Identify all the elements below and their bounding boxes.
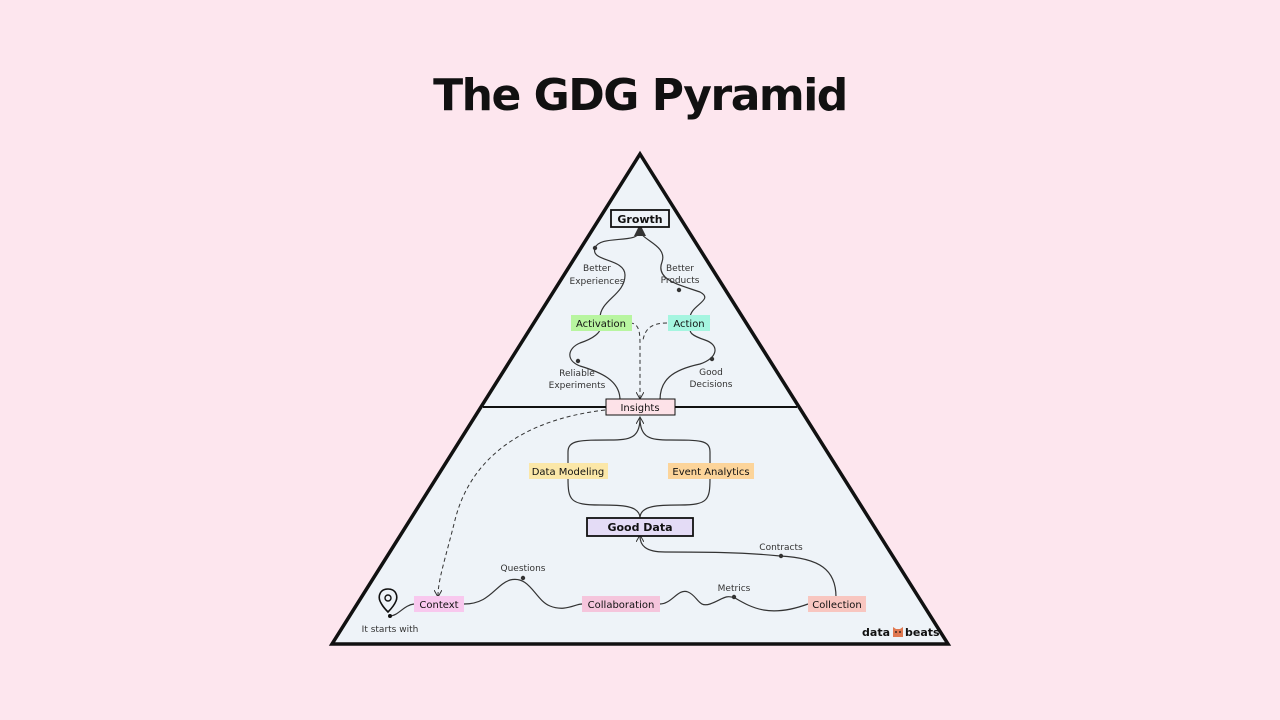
label-good-decisions-1: Good bbox=[699, 368, 723, 378]
node-context: Context bbox=[414, 596, 464, 612]
label-starts-with: It starts with bbox=[362, 625, 419, 635]
svg-text:Data Modeling: Data Modeling bbox=[532, 467, 605, 478]
svg-text:Activation: Activation bbox=[576, 319, 626, 330]
node-data-modeling: Data Modeling bbox=[529, 463, 608, 479]
svg-text:Action: Action bbox=[673, 319, 704, 330]
node-good-data: Good Data bbox=[586, 517, 694, 537]
edge-contracts bbox=[640, 536, 837, 598]
edge-good-decisions bbox=[659, 328, 716, 401]
node-insights: Insights bbox=[605, 398, 676, 416]
node-collection: Collection bbox=[808, 596, 866, 612]
svg-text:Collection: Collection bbox=[812, 600, 861, 611]
label-reliable-experiments-2: Experiments bbox=[549, 381, 606, 391]
node-growth: Growth bbox=[610, 209, 670, 228]
label-better-products-1: Better bbox=[666, 264, 694, 274]
edge-reliable-experiments bbox=[569, 328, 621, 401]
edge-better-products bbox=[634, 224, 706, 319]
label-questions: Questions bbox=[501, 564, 546, 574]
label-better-products-2: Products bbox=[661, 276, 700, 286]
svg-text:Context: Context bbox=[419, 600, 458, 611]
dash-insights-context bbox=[438, 409, 606, 596]
label-reliable-experiments-1: Reliable bbox=[559, 369, 595, 379]
svg-text:beats: beats bbox=[905, 626, 940, 639]
svg-text:Event Analytics: Event Analytics bbox=[672, 467, 749, 478]
node-collaboration: Collaboration bbox=[582, 596, 660, 612]
node-activation: Activation bbox=[571, 315, 632, 331]
label-better-experiences-2: Experiences bbox=[570, 277, 625, 287]
svg-text:data: data bbox=[862, 626, 890, 639]
label-good-decisions-2: Decisions bbox=[689, 380, 732, 390]
edge-questions bbox=[463, 578, 583, 609]
edge-better-experiences bbox=[594, 229, 641, 319]
svg-text:Good Data: Good Data bbox=[607, 521, 672, 534]
node-action: Action bbox=[668, 315, 710, 331]
label-better-experiences-1: Better bbox=[583, 264, 611, 274]
page-title: The GDG Pyramid bbox=[433, 70, 848, 121]
svg-text:Collaboration: Collaboration bbox=[588, 600, 655, 611]
label-metrics: Metrics bbox=[718, 584, 751, 594]
svg-text:Growth: Growth bbox=[617, 213, 662, 226]
location-pin-icon bbox=[378, 588, 398, 618]
databeats-logo: data beats bbox=[862, 626, 940, 639]
label-contracts: Contracts bbox=[759, 543, 803, 553]
svg-text:Insights: Insights bbox=[620, 403, 659, 414]
dash-action-insights bbox=[642, 322, 668, 341]
dash-activation-insights bbox=[629, 322, 640, 398]
edge-metrics bbox=[659, 590, 809, 612]
cat-icon bbox=[893, 627, 903, 637]
node-event-analytics: Event Analytics bbox=[668, 463, 754, 479]
